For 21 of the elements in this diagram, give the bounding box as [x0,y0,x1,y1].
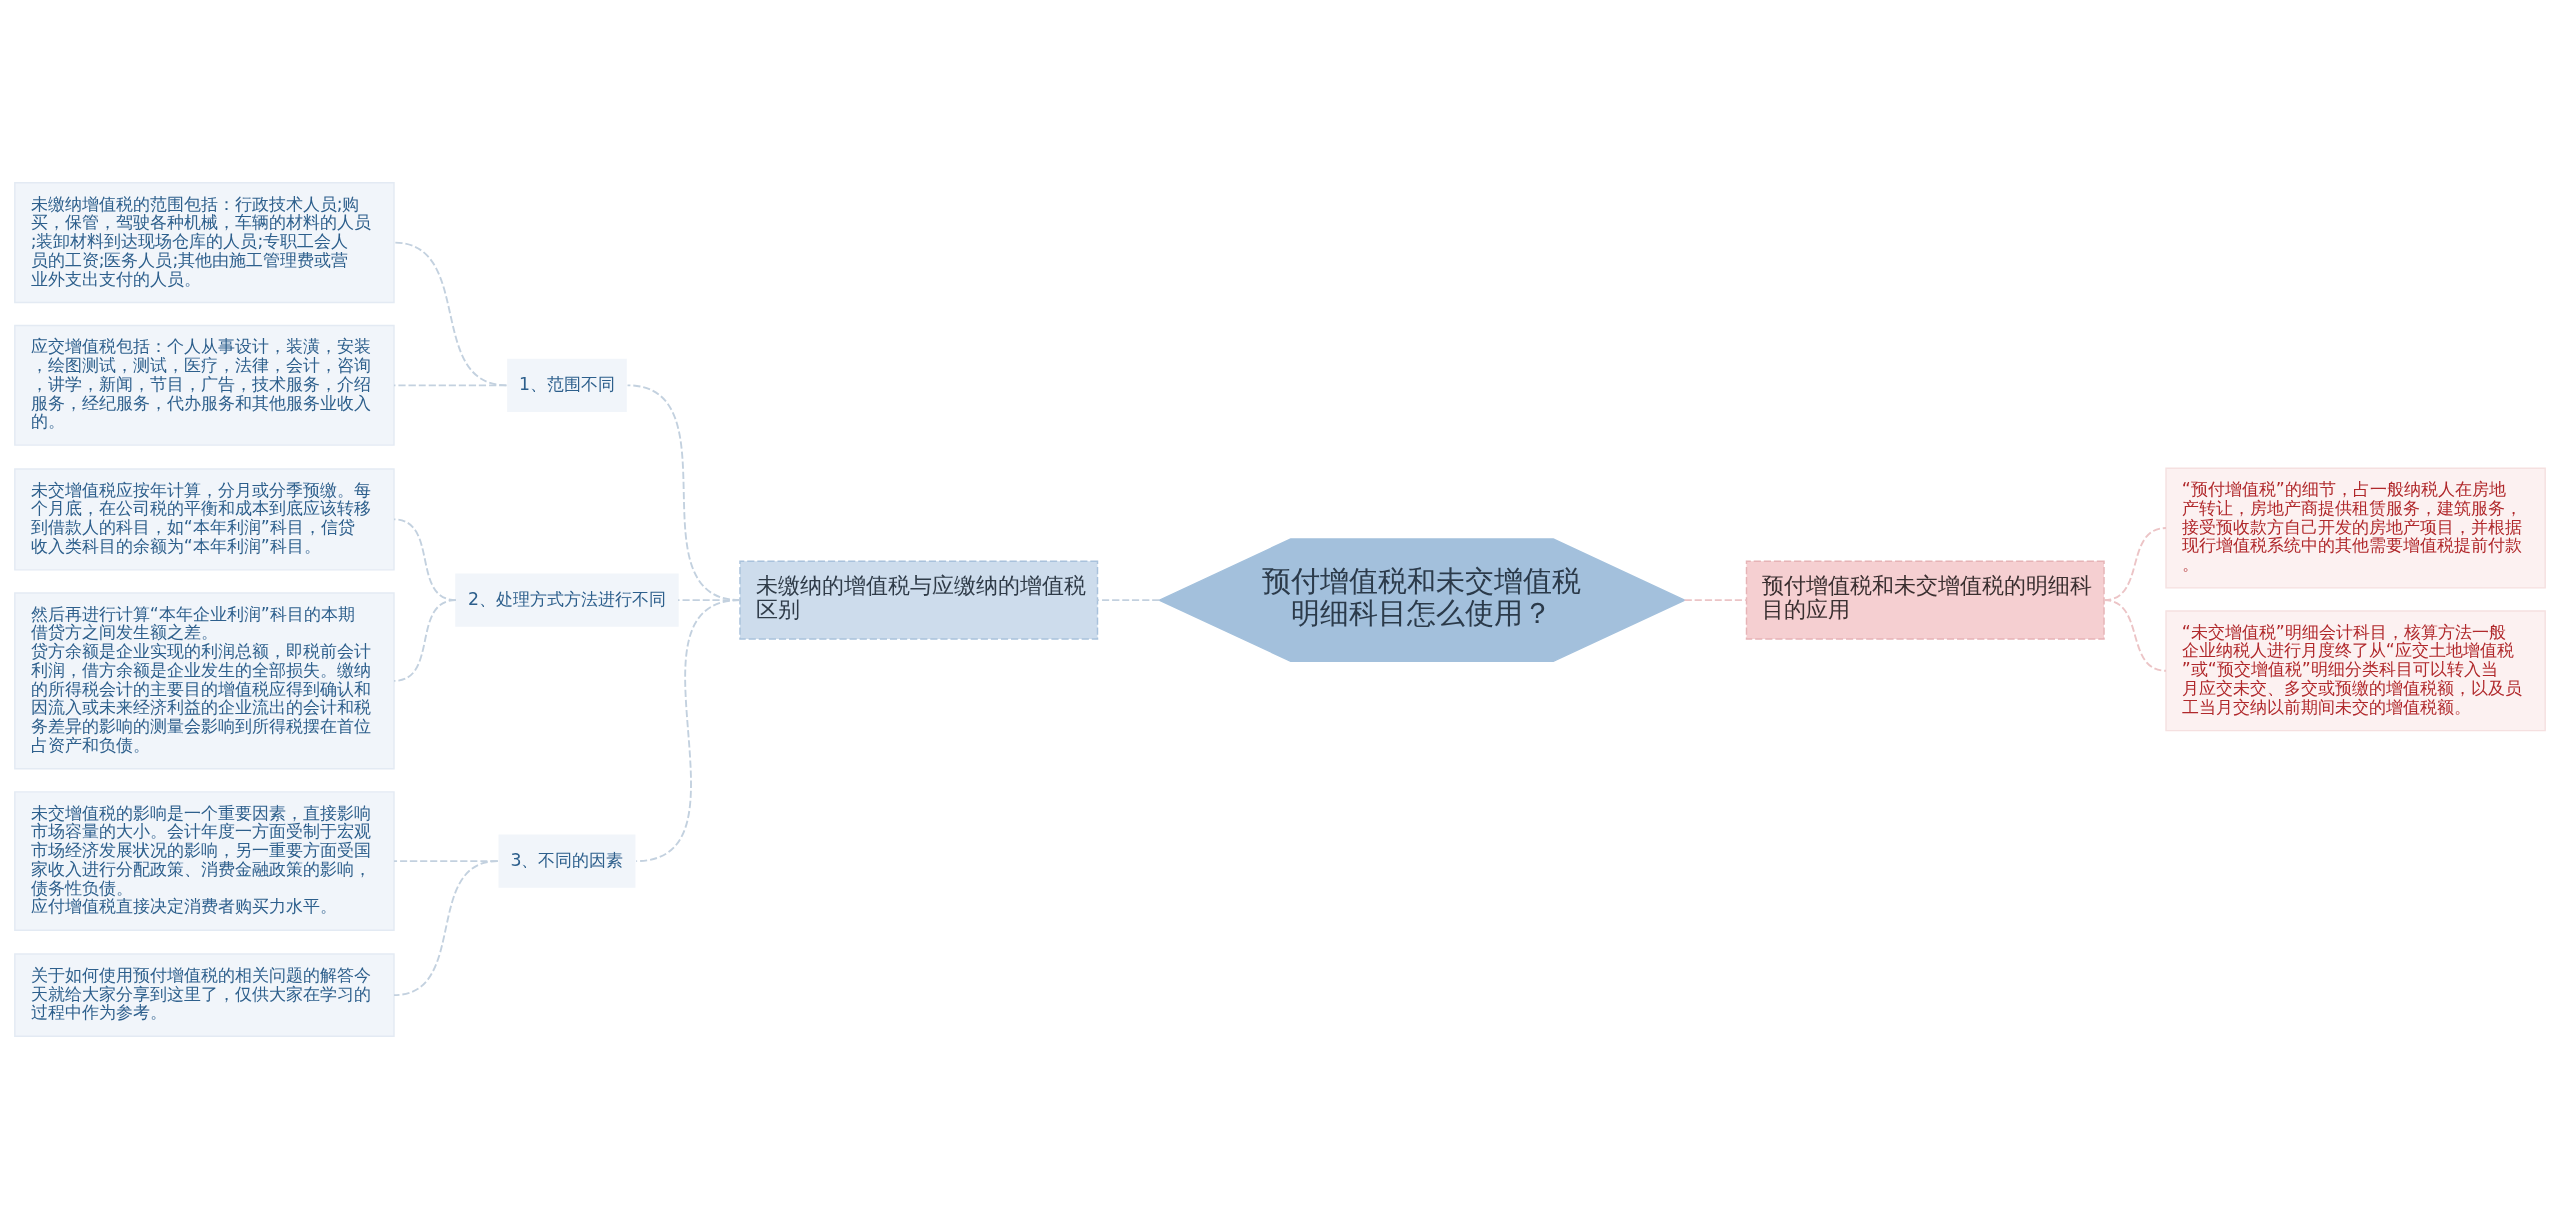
node-box: 3、不同的因素 [498,834,636,888]
connector [393,241,508,387]
node-box: “未交增值税”明细会计科目，核算方法一般企业纳税人进行月度终了从“应交土地增值税”或“预交增值税”明细分类科目可以转入当月应交未交、多交或预缴的增值税额，以及员工当月交纳以前期间未交的增值税额。 [2165,610,2546,732]
connector [635,599,741,862]
node-box: 预付增值税和未交增值税的明细科目的应用 [1745,560,2105,640]
node-box: 未交增值税的影响是一个重要因素，直接影响市场容量的大小。会计年度一方面受制于宏观市场经济发展状况的影响，另一重要方面受国家收入进行分配政策、消费金融政策的影响，债务性负债。 应付增值税直接决定消费者购买力水平。 [14,791,395,931]
node-box: 应交增值税包括：个人从事设计，装潢，安装，绘图测试，测试，医疗，法律，会计，咨询，讲学，新闻，节目，广告，技术服务，介绍服务，经纪服务，代办服务和其他服务业收入的。 [14,324,395,446]
connector [2103,599,2167,672]
node-box: 未交增值税应按年计算，分月或分季预缴。每个月底，在公司税的平衡和成本到底应该转移到借款人的科目，如“本年利润”科目，信贷收入类科目的余额为“本年利润”科目。 [14,468,395,571]
connector [393,860,499,997]
node-box: 然后再进行计算“本年企业利润”科目的本期借贷方之间发生额之差。 贷方余额是企业实现的利润总额，即税前会计利润，借方余额是企业发生的全部损失。缴纳的所得税会计的主要目的增值税应得到确认和因流入或未来经济利益的企业流出的会计和税务差异的影响的测量会影响到所得税摆在首位占资产和负债。 [14,592,395,770]
connector [393,384,508,387]
node-box: 未缴纳增值税的范围包括：行政技术人员;购买，保管，驾驶各种机械，车辆的材料的人员;装卸材料到达现场仓库的人员;专职工会人员的工资;医务人员;其他由施工管理费或营业外支出支付的人员。 [14,182,395,304]
connector [393,599,457,682]
node-box: 关于如何使用预付增值税的相关问题的解答今天就给大家分享到这里了，仅供大家在学习的过程中作为参考。 [14,953,395,1037]
connector [1683,599,1748,602]
connector [1096,599,1161,602]
node-box: “预付增值税”的细节，占一般纳税人在房地产转让，房地产商提供租赁服务，建筑服务，接受预收款方自己开发的房地产项目，并根据现行增值税系统中的其他需要增值税提前付款。 [2165,467,2546,589]
node-box: 1、范围不同 [507,358,627,412]
node-box: 2、处理方式方法进行不同 [455,573,679,627]
node-box: 未缴纳的增值税与应缴纳的增值税区别 [739,560,1099,640]
